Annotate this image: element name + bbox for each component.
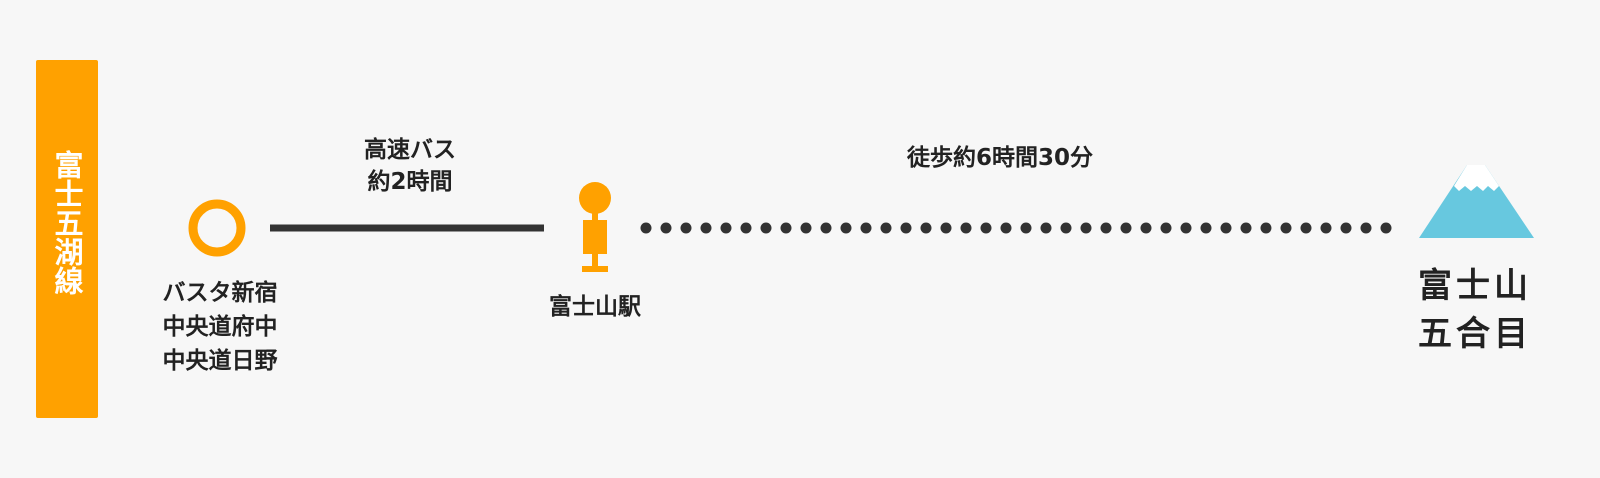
walk-dot: [1140, 222, 1152, 234]
destination-line-2: 五合目: [1418, 314, 1532, 354]
walk-dot: [860, 222, 872, 234]
walk-dot: [700, 222, 712, 234]
bus-segment-mode: 高速バス: [364, 137, 456, 163]
walk-segment-label: 徒歩約6時間30分: [860, 142, 1140, 174]
walk-dot: [880, 222, 892, 234]
walk-dot: [780, 222, 792, 234]
route-badge: 富士五湖線: [36, 60, 98, 418]
walk-dot: [740, 222, 752, 234]
walk-dot: [1120, 222, 1132, 234]
start-stop-line-2: 中央道府中: [162, 314, 278, 340]
walk-dot: [720, 222, 732, 234]
walk-segment-duration: 徒歩約6時間30分: [906, 145, 1093, 171]
walk-dot: [1160, 222, 1172, 234]
walk-dot: [1260, 222, 1272, 234]
route-name: 富士五湖線: [50, 150, 84, 295]
walk-dot: [1280, 222, 1292, 234]
start-stop-icon: [188, 199, 246, 257]
walk-dot: [1220, 222, 1232, 234]
walk-dot: [1300, 222, 1312, 234]
walk-dot: [1180, 222, 1192, 234]
walk-dot: [1360, 222, 1372, 234]
bus-segment-duration: 約2時間: [367, 169, 453, 195]
walk-segment-line: [640, 222, 1392, 234]
bus-segment-label: 高速バス 約2時間: [320, 134, 500, 198]
walk-dot: [1320, 222, 1332, 234]
walk-dot: [840, 222, 852, 234]
walk-dot: [1200, 222, 1212, 234]
walk-dot: [1020, 222, 1032, 234]
walk-dot: [800, 222, 812, 234]
walk-dot: [940, 222, 952, 234]
walk-dot: [660, 222, 672, 234]
destination-line-1: 富士山: [1418, 266, 1532, 306]
walk-dot: [960, 222, 972, 234]
walk-dot: [980, 222, 992, 234]
walk-dot: [680, 222, 692, 234]
mount-fuji-icon: [1419, 165, 1534, 238]
walk-dot: [1040, 222, 1052, 234]
walk-dot: [1240, 222, 1252, 234]
walk-dot: [1000, 222, 1012, 234]
destination-label: 富士山 五合目: [1390, 262, 1560, 358]
walk-dot: [920, 222, 932, 234]
start-stop-label: バスタ新宿 中央道府中 中央道日野: [140, 276, 300, 378]
bus-stop-icon: [579, 182, 611, 272]
walk-dot: [1060, 222, 1072, 234]
walk-dot: [760, 222, 772, 234]
walk-dot: [1080, 222, 1092, 234]
walk-dot: [1340, 222, 1352, 234]
middle-stop-label: 富士山駅: [549, 294, 641, 320]
walk-dot: [820, 222, 832, 234]
walk-dot: [640, 222, 652, 234]
walk-dot: [1100, 222, 1112, 234]
walk-dot: [900, 222, 912, 234]
start-stop-line-3: 中央道日野: [162, 348, 278, 374]
start-stop-line-1: バスタ新宿: [162, 280, 278, 306]
walk-dot: [1380, 222, 1392, 234]
